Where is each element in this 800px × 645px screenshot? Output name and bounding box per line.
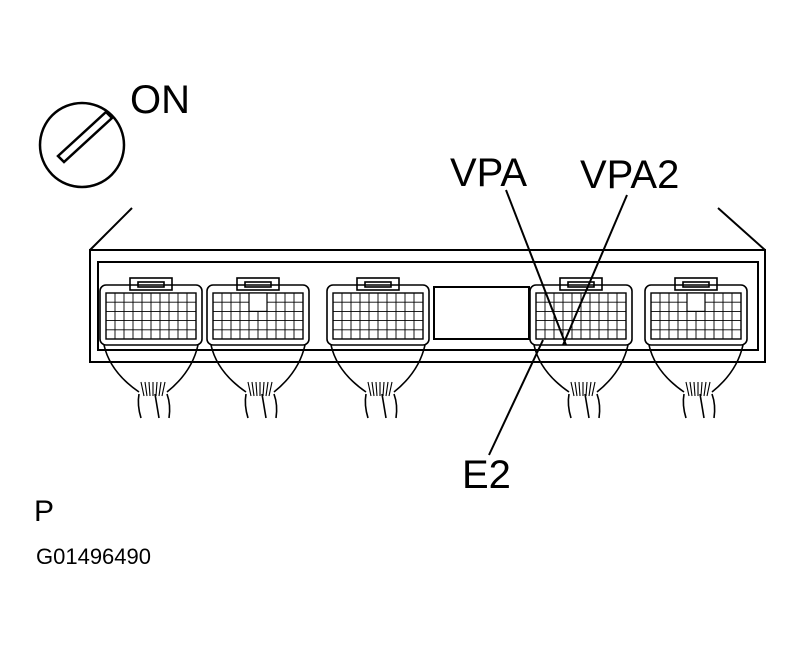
leader-lines (488, 189, 628, 456)
ignition-on-label: ON (130, 78, 190, 122)
connector-latch (129, 277, 173, 291)
connector-latch (236, 277, 280, 291)
connector-3 (326, 277, 430, 419)
connector-5 (644, 277, 748, 419)
vpa2-label: VPA2 (580, 153, 680, 197)
e2-label: E2 (462, 453, 511, 497)
vpa-leader-line (505, 189, 567, 346)
e2-leader-line (488, 339, 544, 456)
vpa-label: VPA (450, 151, 528, 195)
ecm-housing (89, 207, 766, 363)
connector-latch (356, 277, 400, 291)
connector-latch (559, 277, 603, 291)
ignition-key-icon (38, 101, 126, 189)
ecm-center-window (433, 286, 530, 340)
figure-id-label: G01496490 (36, 544, 151, 569)
connector-2 (206, 277, 310, 419)
connectors-layer (99, 277, 748, 419)
vpa2-leader-line (562, 194, 628, 346)
connector-latch (674, 277, 718, 291)
connector-1 (99, 277, 203, 419)
connector-4 (529, 277, 633, 419)
letter-p-label: P (34, 495, 55, 528)
